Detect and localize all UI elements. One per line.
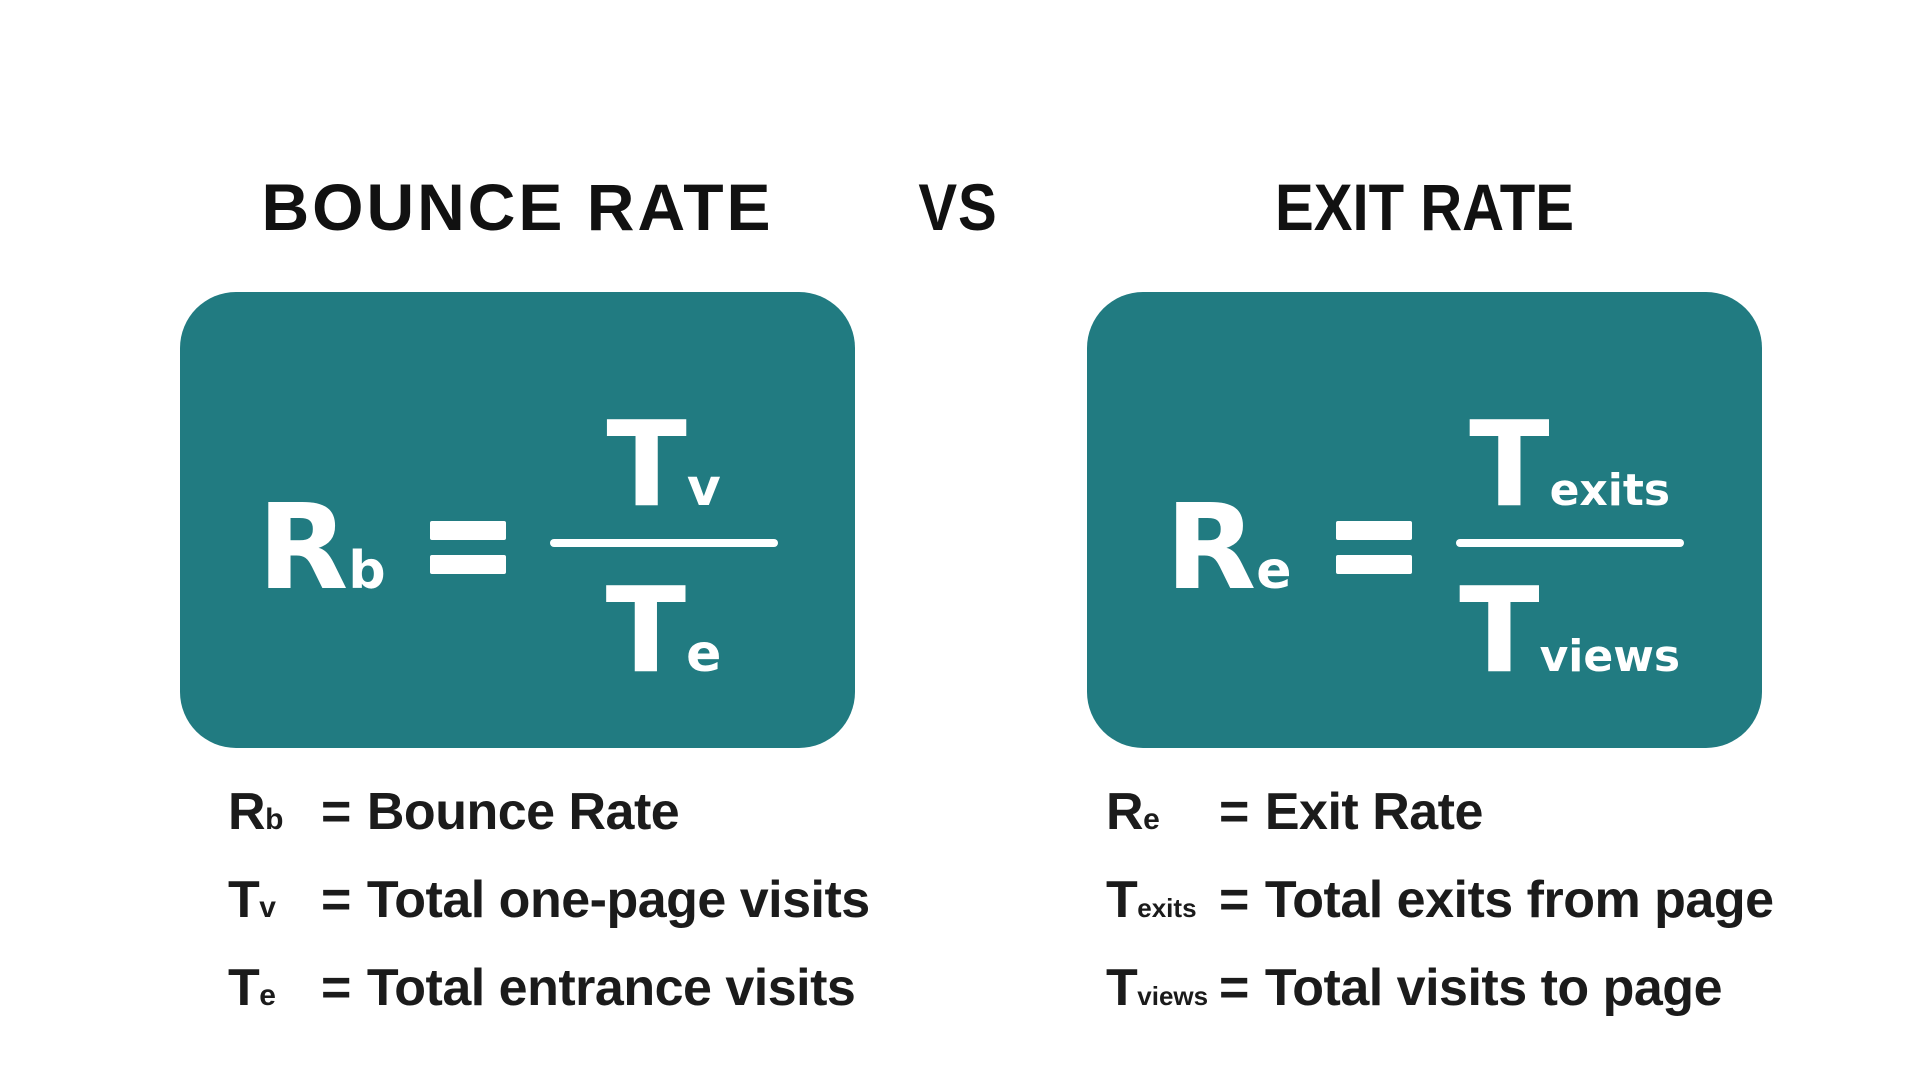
legend-symbol-subscript: views: [1137, 981, 1209, 1011]
exit-rate-formula: Re = Texits Tviews: [1087, 292, 1762, 748]
bounce-rate-formula: Rb = Tv Te: [180, 292, 855, 748]
bounce-rate-card: Rb = Tv Te: [180, 292, 855, 748]
legend-equals: =: [321, 871, 351, 929]
exit-rate-legend: Re = Exit Rate Texits = Total exits from…: [1106, 782, 1774, 1046]
bounce-rate-legend: Rb = Bounce Rate Tv = Total one-page vis…: [228, 782, 870, 1046]
bounce-fraction: Tv Te: [549, 405, 778, 689]
exit-numerator-base: T: [1469, 395, 1550, 533]
bounce-numerator-base: T: [606, 395, 687, 533]
legend-symbol: Re: [1106, 783, 1160, 841]
legend-equals: =: [1219, 871, 1249, 929]
title-vs-separator: VS: [918, 170, 998, 244]
legend-equals: =: [321, 959, 351, 1017]
equals-bottom-bar: [429, 554, 506, 574]
legend-symbol: Tv: [228, 871, 276, 929]
legend-equals: =: [1219, 959, 1249, 1017]
legend-description: Total one-page visits: [366, 871, 870, 929]
legend-equals: =: [1219, 783, 1249, 841]
legend-row-exits-from-page: Texits = Total exits from page: [1106, 870, 1774, 958]
bounce-lhs-base: R: [257, 478, 349, 616]
equals-bottom-bar: [1335, 554, 1412, 574]
legend-symbol: Rb: [228, 783, 283, 841]
exit-lhs-base: R: [1165, 478, 1257, 616]
equals-top-bar: [1335, 520, 1412, 540]
legend-description: Exit Rate: [1264, 783, 1484, 841]
title-bounce-rate: BOUNCE RATE: [261, 170, 774, 244]
legend-description: Total visits to page: [1264, 959, 1723, 1017]
legend-description: Bounce Rate: [366, 783, 680, 841]
exit-rate-card: Re = Texits Tviews: [1087, 292, 1762, 748]
bounce-fraction-bar: [549, 539, 778, 547]
legend-symbol-subscript: e: [1143, 803, 1160, 836]
bounce-numerator: Tv: [606, 405, 720, 523]
legend-symbol: Te: [228, 959, 276, 1017]
exit-lhs-subscript: e: [1256, 541, 1292, 601]
exit-numerator: Texits: [1469, 405, 1670, 523]
title-exit-rate: EXIT RATE: [1274, 170, 1575, 244]
exit-formula-lhs: Re: [1165, 488, 1291, 606]
equals-top-bar: [429, 520, 506, 540]
bounce-numerator-subscript: v: [686, 458, 721, 518]
legend-symbol-subscript: b: [265, 803, 283, 836]
exit-fraction-bar: [1455, 539, 1684, 547]
legend-symbol: Texits: [1106, 871, 1197, 929]
bounce-denominator-subscript: e: [686, 624, 722, 684]
legend-row-one-page-visits: Tv = Total one-page visits: [228, 870, 870, 958]
exit-numerator-subscript: exits: [1549, 465, 1671, 516]
exit-denominator-base: T: [1459, 561, 1540, 699]
legend-description: Total entrance visits: [366, 959, 856, 1017]
legend-description: Total exits from page: [1264, 871, 1774, 929]
exit-fraction: Texits Tviews: [1455, 405, 1684, 689]
exit-denominator: Tviews: [1459, 571, 1680, 689]
legend-symbol-subscript: e: [259, 979, 276, 1012]
legend-row-entrance-visits: Te = Total entrance visits: [228, 958, 870, 1046]
bounce-denominator-base: T: [605, 561, 687, 699]
legend-row-bounce-rate: Rb = Bounce Rate: [228, 782, 870, 870]
bounce-lhs-subscript: b: [348, 541, 386, 601]
legend-symbol-subscript: exits: [1137, 893, 1197, 923]
exit-equals-sign: =: [1335, 520, 1412, 574]
bounce-equals-sign: =: [429, 520, 506, 574]
legend-symbol-subscript: v: [259, 891, 276, 924]
bounce-denominator: Te: [606, 571, 722, 689]
exit-denominator-subscript: views: [1539, 631, 1681, 682]
legend-symbol: Tviews: [1106, 959, 1209, 1017]
legend-row-exit-rate: Re = Exit Rate: [1106, 782, 1774, 870]
legend-equals: =: [321, 783, 351, 841]
legend-row-visits-to-page: Tviews = Total visits to page: [1106, 958, 1774, 1046]
bounce-formula-lhs: Rb: [257, 488, 385, 606]
